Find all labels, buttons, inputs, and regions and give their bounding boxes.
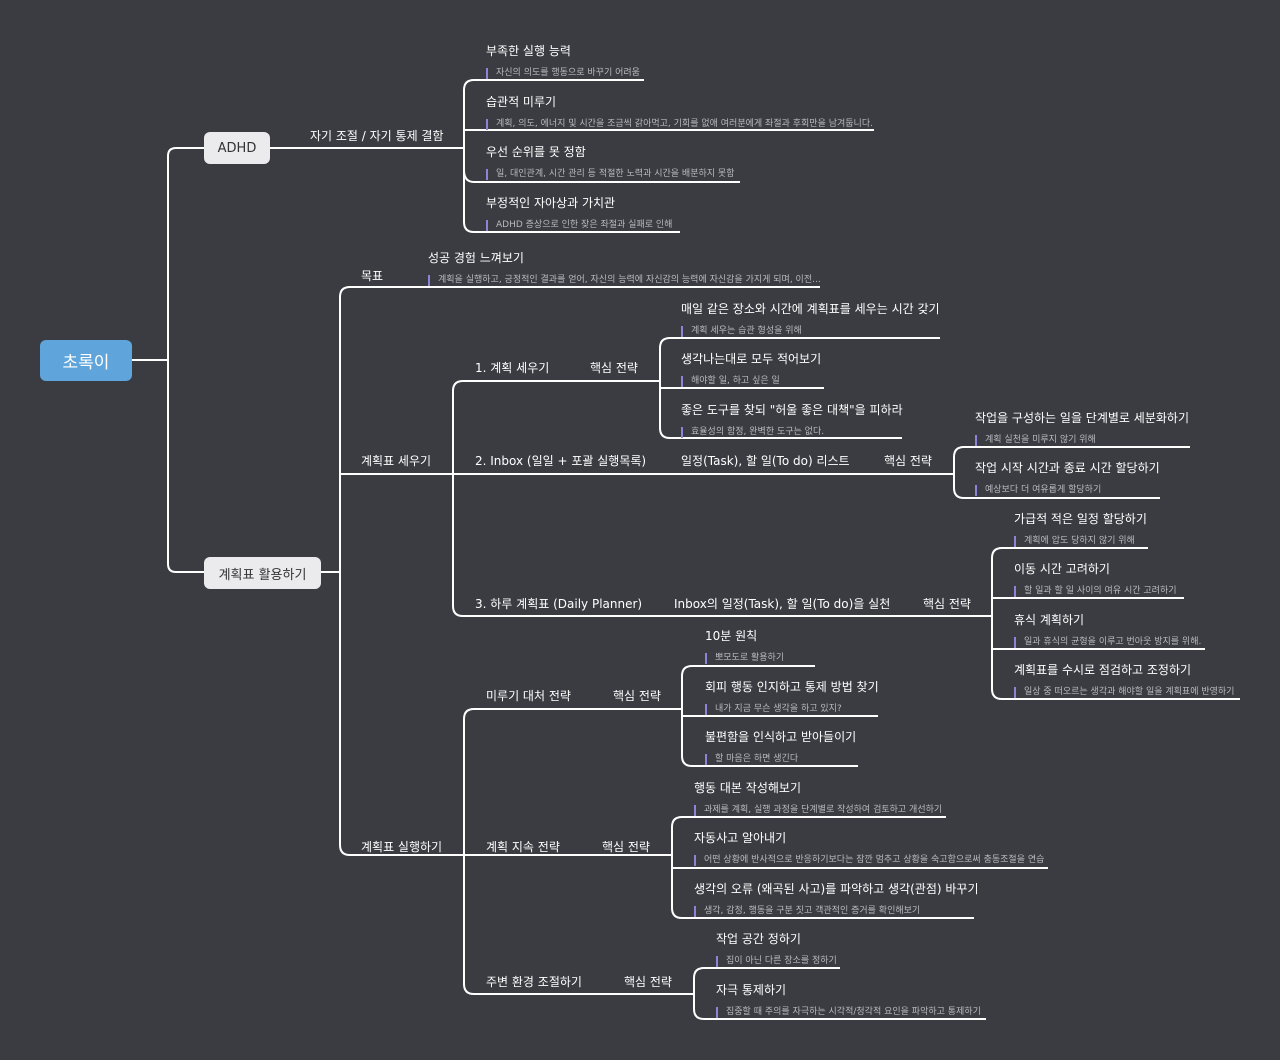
item-note: 일과 휴식의 균형을 이루고 번아웃 방지를 위해. xyxy=(1014,637,1201,648)
item-note: 계획을 실행하고, 긍정적인 결과를 얻어, 자신의 능력에 자신감의 능력에 … xyxy=(428,275,821,286)
item-title: 작업 시작 시간과 종료 시간 할당하기 xyxy=(975,461,1160,475)
planner-label: 계획표 활용하기 xyxy=(218,567,307,583)
step-sub-label: Inbox의 일정(Task), 할 일(To do)을 실천 xyxy=(674,597,891,611)
item-title: 좋은 도구를 찾되 "허울 좋은 대책"을 피하라 xyxy=(681,403,903,417)
goal-item[interactable]: 성공 경험 느껴보기 계획을 실행하고, 긍정적인 결과를 얻어, 자신의 능력… xyxy=(428,249,821,286)
step-item[interactable]: 휴식 계획하기 일과 휴식의 균형을 이루고 번아웃 방지를 위해. xyxy=(1014,611,1201,648)
group-label[interactable]: 미루기 대처 전략 xyxy=(486,689,571,703)
item-title: 부정적인 자아상과 가치관 xyxy=(486,196,616,210)
strategy-label: 핵심 전략 xyxy=(613,689,661,703)
group-item[interactable]: 작업 공간 정하기 집이 아닌 다른 장소를 정하기 xyxy=(716,930,837,967)
item-note: 계획에 압도 당하지 않기 위해 xyxy=(1014,536,1147,547)
adhd-item[interactable]: 습관적 미루기 계획, 의도, 에너지 및 시간을 조금씩 갉아먹고, 기회를 … xyxy=(486,93,873,130)
step-item[interactable]: 매일 같은 장소와 시간에 계획표를 세우는 시간 갖기 계획 세우는 습관 형… xyxy=(681,300,940,337)
item-title: 생각의 오류 (왜곡된 사고)를 파악하고 생각(관점) 바꾸기 xyxy=(694,882,979,896)
item-title: 작업 공간 정하기 xyxy=(716,932,801,946)
group-label[interactable]: 계획 지속 전략 xyxy=(486,840,560,854)
item-note: 계획 실천을 미루지 않기 위해 xyxy=(975,435,1189,446)
item-title: 습관적 미루기 xyxy=(486,95,557,109)
item-note: 자신의 의도를 행동으로 바꾸기 어려움 xyxy=(486,68,640,79)
step-item[interactable]: 작업 시작 시간과 종료 시간 할당하기 예상보다 더 여유롭게 할당하기 xyxy=(975,459,1160,496)
strategy-label: 핵심 전략 xyxy=(590,361,638,375)
item-title: 생각나는대로 모두 적어보기 xyxy=(681,352,822,366)
step-sub-label: 일정(Task), 할 일(To do) 리스트 xyxy=(681,454,850,468)
root-label: 초록이 xyxy=(62,353,110,373)
item-note: 뽀모도로 활용하기 xyxy=(705,653,784,664)
item-title: 휴식 계획하기 xyxy=(1014,613,1085,627)
step-item[interactable]: 생각나는대로 모두 적어보기 해야할 일, 하고 싶은 일 xyxy=(681,350,821,387)
connector-run-groups xyxy=(463,708,694,995)
item-note: 어떤 상황에 반사적으로 반응하기보다는 잠깐 멈추고 상황을 숙고함으로써 충… xyxy=(694,855,1044,866)
item-note: 집이 아닌 다른 장소를 정하기 xyxy=(716,956,837,967)
item-note: 내가 지금 무슨 생각을 하고 있지? xyxy=(705,704,879,715)
item-title: 매일 같은 장소와 시간에 계획표를 세우는 시간 갖기 xyxy=(681,302,940,316)
item-note: 예상보다 더 여유롭게 할당하기 xyxy=(975,485,1160,496)
item-title: 행동 대본 작성해보기 xyxy=(694,781,801,795)
item-title: 자극 통제하기 xyxy=(716,983,787,997)
make-plan-label: 계획표 세우기 xyxy=(361,454,432,468)
item-title: 회피 행동 인지하고 통제 방법 찾기 xyxy=(705,680,879,694)
group-item[interactable]: 자극 통제하기 집중할 때 주의를 자극하는 시각적/청각적 요인을 파악하고 … xyxy=(716,981,981,1018)
item-title: 이동 시간 고려하기 xyxy=(1014,562,1110,576)
strategy-label: 핵심 전략 xyxy=(884,454,932,468)
connector-adhd-items xyxy=(463,79,680,233)
item-title: 가급적 적은 일정 할당하기 xyxy=(1014,512,1147,526)
item-title: 부족한 실행 능력 xyxy=(486,44,571,58)
step-item[interactable]: 좋은 도구를 찾되 "허울 좋은 대책"을 피하라 효율성의 함정, 완벽한 도… xyxy=(681,401,903,438)
run-plan-label: 계획표 실행하기 xyxy=(361,840,443,854)
root-node[interactable]: 초록이 xyxy=(40,340,132,381)
step-label[interactable]: 3. 하루 계획표 (Daily Planner) xyxy=(475,597,643,611)
group-item[interactable]: 회피 행동 인지하고 통제 방법 찾기 내가 지금 무슨 생각을 하고 있지? xyxy=(705,678,879,715)
item-title: 자동사고 알아내기 xyxy=(694,831,787,845)
item-note: ADHD 증상으로 인한 잦은 좌절과 실패로 인해 xyxy=(486,220,672,231)
item-title: 10분 원칙 xyxy=(705,629,758,643)
step-item[interactable]: 가급적 적은 일정 할당하기 계획에 압도 당하지 않기 위해 xyxy=(1014,510,1147,547)
item-note: 효율성의 함정, 완벽한 도구는 없다. xyxy=(681,427,903,438)
item-note: 일, 대인관계, 시간 관리 등 적절한 노력과 시간을 배분하지 못함 xyxy=(486,169,734,180)
connector-make-steps xyxy=(452,380,992,617)
step-item[interactable]: 계획표를 수시로 점검하고 조정하기 일상 중 떠오르는 생각과 해야할 일을 … xyxy=(1014,661,1234,698)
item-note: 계획, 의도, 에너지 및 시간을 조금씩 갉아먹고, 기회를 없애 여러분에게… xyxy=(486,119,873,130)
group-item[interactable]: 행동 대본 작성해보기 과제를 계획, 실행 과정을 단계별로 작성하여 검토하… xyxy=(694,779,942,816)
strategy-label: 핵심 전략 xyxy=(602,840,650,854)
connector-planner-spine xyxy=(339,286,464,856)
item-title: 우선 순위를 못 정함 xyxy=(486,145,586,159)
group-item[interactable]: 10분 원칙 뽀모도로 활용하기 xyxy=(705,627,784,664)
adhd-label: ADHD xyxy=(217,140,257,156)
connector-spine-main xyxy=(167,147,204,573)
strategy-label: 핵심 전략 xyxy=(923,597,971,611)
adhd-relation: 자기 조절 / 자기 통제 결함 xyxy=(310,129,444,143)
step-item[interactable]: 작업을 구성하는 일을 단계별로 세분화하기 계획 실천을 미루지 않기 위해 xyxy=(975,409,1189,446)
item-title: 작업을 구성하는 일을 단계별로 세분화하기 xyxy=(975,411,1189,425)
group-item[interactable]: 생각의 오류 (왜곡된 사고)를 파악하고 생각(관점) 바꾸기 생각, 감정,… xyxy=(694,880,979,917)
adhd-item[interactable]: 우선 순위를 못 정함 일, 대인관계, 시간 관리 등 적절한 노력과 시간을… xyxy=(486,143,734,180)
item-note: 할 마음은 하면 생긴다 xyxy=(705,754,856,765)
adhd-node[interactable]: ADHD xyxy=(204,132,270,164)
step-item[interactable]: 이동 시간 고려하기 할 일과 할 일 사이의 여유 시간 고려하기 xyxy=(1014,560,1177,597)
item-note: 일상 중 떠오르는 생각과 해야할 일을 계획표에 반영하기 xyxy=(1014,687,1234,698)
goal-label: 목표 xyxy=(361,269,384,283)
planner-node[interactable]: 계획표 활용하기 xyxy=(204,557,321,589)
item-title: 불편함을 인식하고 받아들이기 xyxy=(705,730,857,744)
item-note: 과제를 계획, 실행 과정을 단계별로 작성하여 검토하고 개선하기 xyxy=(694,805,942,816)
item-note: 해야할 일, 하고 싶은 일 xyxy=(681,376,821,387)
group-item[interactable]: 불편함을 인식하고 받아들이기 할 마음은 하면 생긴다 xyxy=(705,728,856,765)
step-label[interactable]: 1. 계획 세우기 xyxy=(475,361,550,375)
item-note: 할 일과 할 일 사이의 여유 시간 고려하기 xyxy=(1014,586,1177,597)
item-title: 계획표를 수시로 점검하고 조정하기 xyxy=(1014,663,1192,677)
group-item[interactable]: 자동사고 알아내기 어떤 상황에 반사적으로 반응하기보다는 잠깐 멈추고 상황… xyxy=(694,829,1044,866)
item-note: 생각, 감정, 행동을 구분 짓고 객관적인 증거를 확인해보기 xyxy=(694,906,979,917)
group-label[interactable]: 주변 환경 조절하기 xyxy=(486,975,582,989)
adhd-item[interactable]: 부족한 실행 능력 자신의 의도를 행동으로 바꾸기 어려움 xyxy=(486,42,640,79)
item-note: 계획 세우는 습관 형성을 위해 xyxy=(681,326,940,337)
item-title: 성공 경험 느껴보기 xyxy=(428,251,524,265)
item-note: 집중할 때 주의를 자극하는 시각적/청각적 요인을 파악하고 통제하기 xyxy=(716,1007,981,1018)
adhd-item[interactable]: 부정적인 자아상과 가치관 ADHD 증상으로 인한 잦은 좌절과 실패로 인해 xyxy=(486,194,672,231)
step-label[interactable]: 2. Inbox (일일 + 포괄 실행목록) xyxy=(475,454,647,468)
strategy-label: 핵심 전략 xyxy=(624,975,672,989)
